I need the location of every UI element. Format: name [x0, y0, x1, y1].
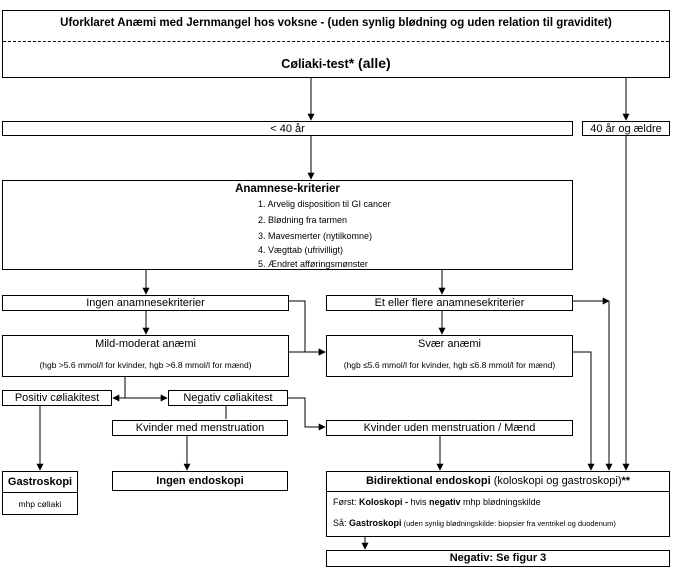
bidirectional-box: Bidirektional endoskopi (koloskopi og ga…	[326, 471, 670, 537]
age-under-40-box: < 40 år	[2, 121, 573, 136]
age-over-40-label: 40 år og ældre	[590, 123, 662, 135]
gastroskopi-title: Gastroskopi	[7, 476, 73, 488]
bidirectional-title: Bidirektional endoskopi	[365, 475, 491, 487]
bidirectional-heading: Bidirektional endoskopi (koloskopi og ga…	[327, 475, 669, 487]
gastroskopi-note: mhp cøliaki	[18, 499, 62, 509]
bidirectional-divider	[327, 491, 669, 492]
first-step-negative: negativ	[429, 497, 461, 507]
no-endoscopy-box: Ingen endoskopi	[112, 471, 288, 491]
negative-figure-box: Negativ: Se figur 3	[326, 550, 670, 567]
anamnese-title: Anamnese-kriterier	[235, 183, 340, 195]
header-box: Uforklaret Anæmi med Jernmangel hos voks…	[2, 10, 670, 78]
page-title: Uforklaret Anæmi med Jernmangel hos voks…	[60, 17, 612, 29]
no-criteria-box: Ingen anamnesekriterier	[2, 295, 289, 311]
negative-celiac-label: Negativ cøliakitest	[183, 392, 273, 404]
age-over-40-box: 40 år og ældre	[582, 121, 670, 136]
no-endoscopy-label: Ingen endoskopi	[156, 475, 244, 487]
one-or-more-criteria-box: Et eller flere anamnesekriterier	[326, 295, 573, 311]
mild-anemia-box: Mild-moderat anæmi (hgb >5.6 mmol/l for …	[2, 335, 289, 377]
non-menstruating-label: Kvinder uden menstruation / Mænd	[363, 422, 536, 434]
first-step-mid: hvis	[408, 497, 430, 507]
menstruating-label: Kvinder med menstruation	[135, 422, 265, 434]
then-step-prefix: Så:	[333, 518, 350, 528]
anamnese-item-3: 3. Mavesmerter (nytilkomne)	[258, 231, 373, 241]
first-step-prefix: Først:	[333, 497, 359, 507]
non-menstruating-box: Kvinder uden menstruation / Mænd	[326, 420, 573, 436]
celiac-test-heading: Cøliaki-test* (alle)	[3, 55, 669, 71]
bidirectional-mark: **	[621, 475, 631, 487]
positive-celiac-label: Positiv cøliakitest	[14, 392, 100, 404]
then-step-line: Så: Gastroskopi (uden synlig blødningski…	[333, 518, 616, 528]
mild-anemia-title: Mild-moderat anæmi	[95, 338, 196, 350]
anamnese-item-1: 1. Arvelig disposition til GI cancer	[258, 199, 391, 209]
mild-anemia-detail: (hgb >5.6 mmol/l for kvinder, hgb >6.8 m…	[39, 360, 252, 370]
then-step-tail: (uden synlig blødningskilde: biopsier fr…	[401, 519, 616, 528]
gastroskopi-divider	[3, 492, 77, 493]
no-criteria-label: Ingen anamnesekriterier	[86, 297, 205, 309]
age-under-40-label: < 40 år	[270, 123, 305, 135]
arrow-negative-to-non-menstruating	[288, 397, 326, 431]
menstruating-box: Kvinder med menstruation	[112, 420, 288, 436]
first-step-line: Først: Koloskopi - hvis negativ mhp blød…	[333, 497, 541, 507]
one-or-more-criteria-label: Et eller flere anamnesekriterier	[374, 297, 525, 309]
negative-figure-label: Negativ: Se figur 3	[449, 552, 547, 564]
celiac-test-label: Cøliaki-test	[281, 57, 349, 71]
anamnese-item-4: 4. Vægttab (ufrivilligt)	[258, 245, 344, 255]
severe-anemia-detail: (hgb ≤5.6 mmol/l for kvinder, hgb ≤6.8 m…	[343, 360, 556, 370]
anamnese-item-5: 5. Ændret afføringsmønster	[258, 259, 368, 269]
negative-celiac-box: Negativ cøliakitest	[168, 390, 288, 406]
severe-anemia-box: Svær anæmi (hgb ≤5.6 mmol/l for kvinder,…	[326, 335, 573, 377]
positive-celiac-box: Positiv cøliakitest	[2, 390, 112, 406]
header-divider	[3, 41, 669, 42]
celiac-test-suffix: * (alle)	[348, 55, 391, 71]
anamnese-item-2: 2. Blødning fra tarmen	[258, 215, 348, 225]
bidirectional-paren: (koloskopi og gastroskopi)	[490, 475, 622, 487]
anamnese-box: Anamnese-kriterier 1. Arvelig dispositio…	[2, 180, 573, 270]
arrow-severe-to-bidirectional	[573, 351, 595, 471]
first-step-bold: Koloskopi -	[359, 497, 408, 507]
then-step-bold: Gastroskopi	[349, 518, 402, 528]
gastroskopi-box: Gastroskopi mhp cøliaki	[2, 471, 78, 515]
severe-anemia-title: Svær anæmi	[418, 338, 481, 350]
first-step-tail: mhp blødningskilde	[460, 497, 541, 507]
arrow-none-to-severe	[289, 300, 326, 356]
arrow-mild-to-positive	[112, 377, 126, 402]
